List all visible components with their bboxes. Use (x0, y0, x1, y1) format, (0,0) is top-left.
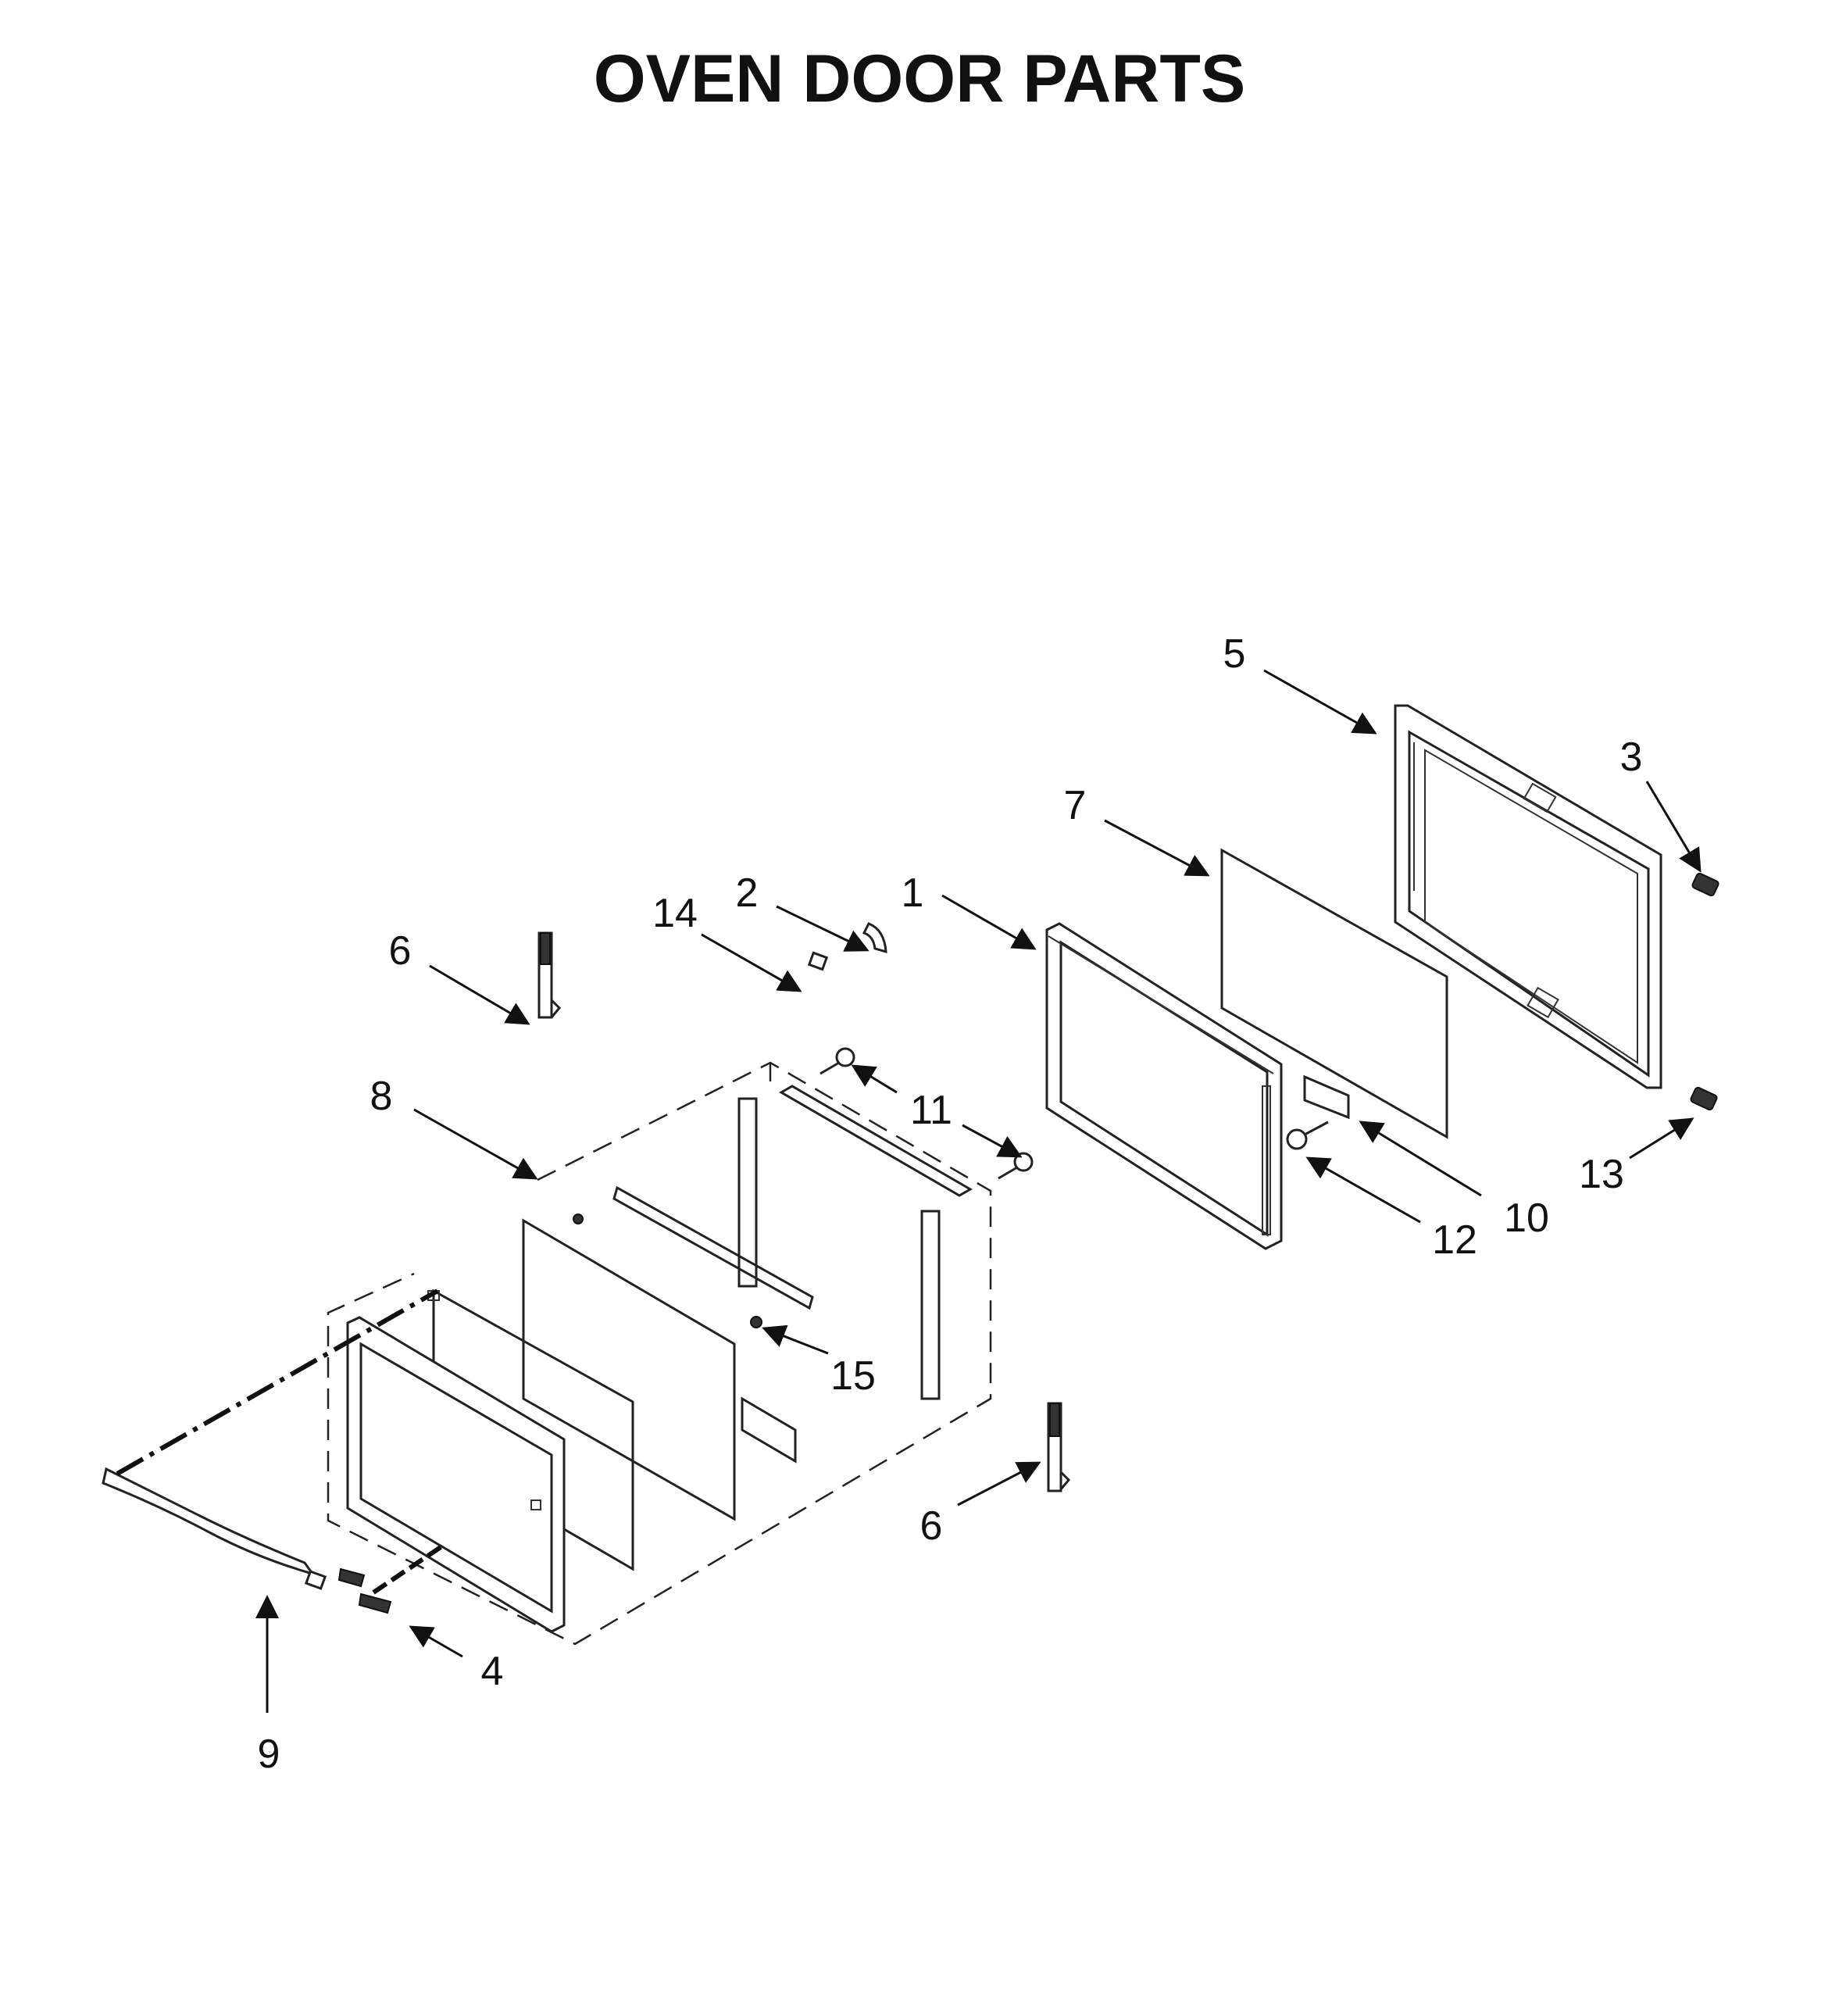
part-3-screw (1691, 872, 1719, 897)
leader-12 (1305, 1156, 1421, 1224)
callout-11: 11 (910, 1088, 952, 1133)
callout-6-upper: 6 (389, 928, 412, 974)
part-12-screw (1286, 1121, 1329, 1150)
top-rail (778, 1085, 973, 1197)
part-14-clip (807, 951, 829, 971)
callout-12: 12 (1432, 1217, 1477, 1263)
leader-10 (1359, 1121, 1482, 1197)
leader-14 (701, 933, 802, 992)
callout-2: 2 (736, 870, 759, 916)
leader-7 (413, 1108, 538, 1180)
spacer-strips (573, 1185, 814, 1464)
callout-10: 10 (1504, 1196, 1549, 1241)
badge-alignment-line (372, 1542, 447, 1595)
callout-15: 15 (830, 1353, 876, 1399)
leader-13 (1629, 1117, 1694, 1160)
side-rail-right (920, 1210, 941, 1400)
part-4-badge (337, 1567, 392, 1614)
callout-3: 3 (1620, 735, 1643, 780)
callout-5: 5 (1223, 631, 1246, 677)
part-7-outer-door-assembly (327, 1061, 992, 1646)
part-5-rear-door-panel (1394, 704, 1662, 1089)
callout-9: 7 (1064, 783, 1087, 828)
callout-1: 1 (902, 870, 924, 916)
callout-6-lower: 6 (920, 1503, 943, 1549)
leader-15 (762, 1324, 829, 1355)
part-11-screw-upper (820, 1047, 855, 1075)
part-6-hinge-lower (1047, 1402, 1071, 1492)
side-rail-left (737, 1097, 758, 1288)
callout-7: 8 (370, 1074, 393, 1119)
part-13-screw (1690, 1086, 1718, 1111)
leader-9 (1104, 819, 1210, 877)
diagram-title: OVEN DOOR PARTS (594, 41, 1246, 116)
leader-6-upper (429, 964, 530, 1025)
part-2-clip (862, 922, 887, 954)
leader-5 (1263, 669, 1377, 735)
part-1-inner-door-frame (1045, 922, 1283, 1250)
leader-3 (1645, 781, 1702, 873)
outer-door-frame (346, 1290, 566, 1633)
callout-4: 4 (481, 1649, 504, 1694)
leader-4 (409, 1625, 463, 1658)
part-9-glass-panel (1220, 848, 1448, 1139)
callout-8: 9 (258, 1732, 280, 1777)
leader-11-lower (962, 1124, 1023, 1158)
leader-11-upper (851, 1064, 898, 1094)
leader-1 (941, 894, 1037, 950)
part-15-bumper (750, 1316, 762, 1328)
part-8-door-handle (102, 1467, 327, 1590)
handle-alignment-line (116, 1289, 439, 1476)
part-6-hinge-upper (537, 931, 562, 1019)
leader-2 (776, 905, 870, 952)
callout-13: 13 (1579, 1152, 1624, 1197)
leader-6-lower (957, 1461, 1041, 1507)
callout-14: 14 (652, 891, 698, 936)
part-11-screw-lower (998, 1152, 1034, 1180)
part-10-bracket (1303, 1074, 1350, 1120)
